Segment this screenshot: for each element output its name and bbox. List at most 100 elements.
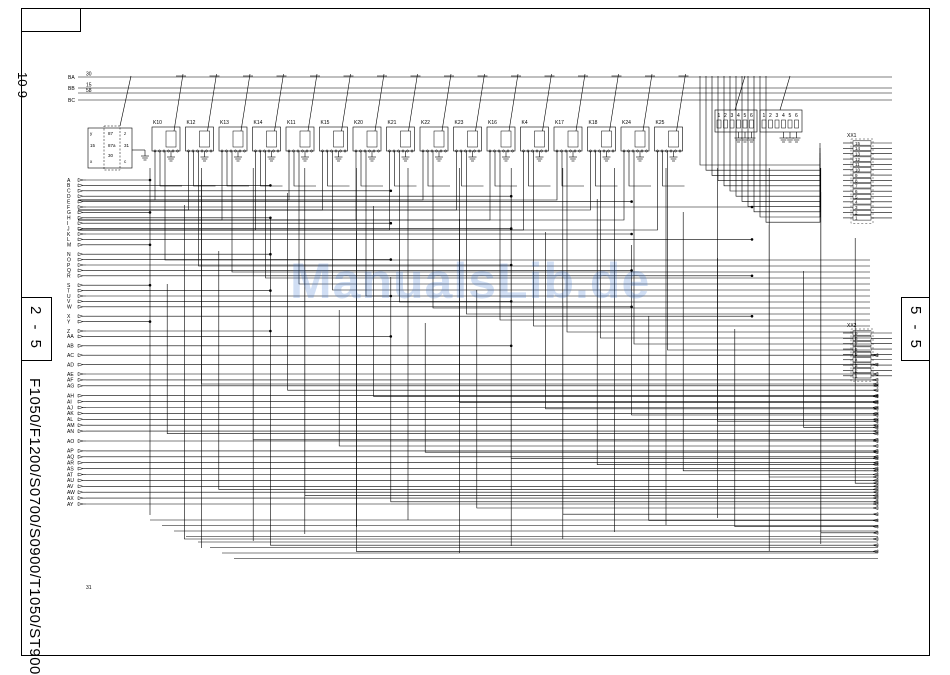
- terminal-label: AH: [67, 394, 74, 400]
- pin: [305, 149, 309, 153]
- fuse: [742, 119, 748, 129]
- pin: [310, 149, 313, 153]
- terminal-arrow: [77, 314, 84, 319]
- connector-pin-label: 14: [855, 146, 861, 151]
- terminal-label: AC: [67, 353, 74, 359]
- pin: [477, 149, 481, 153]
- fuse-pin-label: 1: [763, 113, 766, 119]
- terminal-arrow: [872, 478, 879, 483]
- relay-coil: [668, 130, 679, 148]
- terminal-arrow: [77, 242, 84, 247]
- diagonal-lead: [779, 75, 791, 111]
- terminal-arrow: [872, 549, 879, 554]
- wire: [662, 151, 685, 187]
- wire: [164, 151, 870, 261]
- terminal-arrow: [872, 353, 879, 358]
- connector-pin-label: 8: [855, 336, 858, 341]
- terminal-label: K: [67, 232, 71, 238]
- wire: [327, 151, 350, 187]
- connector-pin-label: 12: [855, 157, 861, 162]
- wire: [648, 316, 878, 521]
- pin: [660, 149, 664, 153]
- wire: [854, 238, 878, 484]
- terminal-arrow: [872, 524, 879, 529]
- terminal-arrow: [872, 530, 879, 535]
- junction-dot: [750, 238, 754, 241]
- pin: [301, 149, 304, 153]
- fuse-pin-label: 2: [769, 113, 772, 119]
- terminal-arrow: [872, 382, 879, 386]
- pin: [258, 149, 262, 153]
- wire: [298, 151, 870, 285]
- connector-label: XX1: [847, 133, 857, 139]
- wire: [427, 151, 450, 187]
- terminal-label: AM: [67, 423, 75, 429]
- diagonal-lead: [734, 75, 746, 111]
- wire: [360, 151, 383, 187]
- terminal-arrow: [872, 362, 879, 367]
- relay-coil: [366, 130, 378, 148]
- pin: [468, 149, 472, 153]
- terminal-label: AK: [67, 411, 74, 417]
- relay-label: K25: [656, 120, 665, 126]
- terminal-arrow: [77, 183, 84, 188]
- diagonal-lead: [441, 73, 452, 132]
- terminal-arrow: [77, 257, 84, 262]
- relay-label: K14: [254, 120, 263, 126]
- terminal-label: F: [67, 205, 70, 211]
- wire: [218, 251, 878, 490]
- relay-body: [620, 126, 650, 152]
- pin: [167, 149, 170, 153]
- pin: [334, 149, 338, 153]
- diagonal-lead: [240, 73, 251, 132]
- terminal-label: AO: [67, 439, 74, 445]
- terminal-arrow: [872, 383, 879, 388]
- relay-label: K21: [388, 120, 397, 126]
- terminal-label: AU: [67, 478, 74, 484]
- relay-pin-label: y: [90, 131, 93, 136]
- pin: [602, 149, 606, 153]
- fuse-pin-label: 5: [744, 113, 747, 119]
- terminal-arrow: [872, 388, 879, 393]
- wire: [633, 151, 870, 345]
- fuse: [774, 119, 780, 129]
- relay-coil: [266, 130, 277, 148]
- wire: [753, 76, 821, 213]
- wire: [78, 151, 625, 221]
- terminal-label: AA: [67, 334, 74, 340]
- terminal-arrow: [77, 304, 84, 309]
- pin: [339, 149, 342, 153]
- pin: [493, 149, 496, 153]
- relay-coil: [400, 130, 411, 148]
- terminal-arrow: [77, 343, 84, 348]
- bus-label: BB: [68, 86, 75, 92]
- terminal-label: AF: [67, 378, 73, 384]
- wire: [390, 277, 878, 503]
- connector-pin-label: 6: [855, 347, 858, 352]
- terminal-arrow: [77, 334, 84, 339]
- pin: [276, 149, 280, 153]
- pin: [171, 149, 175, 153]
- section-box-left: [21, 297, 52, 361]
- wire: [265, 151, 870, 279]
- relay-label: K18: [589, 120, 598, 126]
- relay-pin-label: z: [124, 131, 127, 136]
- relay-body: [185, 126, 214, 152]
- bus-number: 30: [86, 72, 92, 78]
- connector-pin-label: 10: [855, 168, 861, 173]
- pin: [225, 149, 228, 153]
- terminal-arrow: [77, 299, 84, 304]
- relay-label: K11: [287, 120, 296, 126]
- wire: [293, 151, 316, 187]
- terminal-arrow: [77, 478, 84, 483]
- wire: [717, 258, 878, 422]
- junction-dot: [269, 216, 272, 220]
- terminal-arrow: [77, 439, 84, 443]
- pin: [502, 149, 505, 153]
- connector-pin-label: 3: [855, 363, 858, 368]
- junction-dot: [750, 205, 754, 209]
- terminal-arrow: [77, 466, 84, 471]
- relay-label: K12: [187, 120, 196, 126]
- connector-pin-label: 1: [855, 374, 858, 379]
